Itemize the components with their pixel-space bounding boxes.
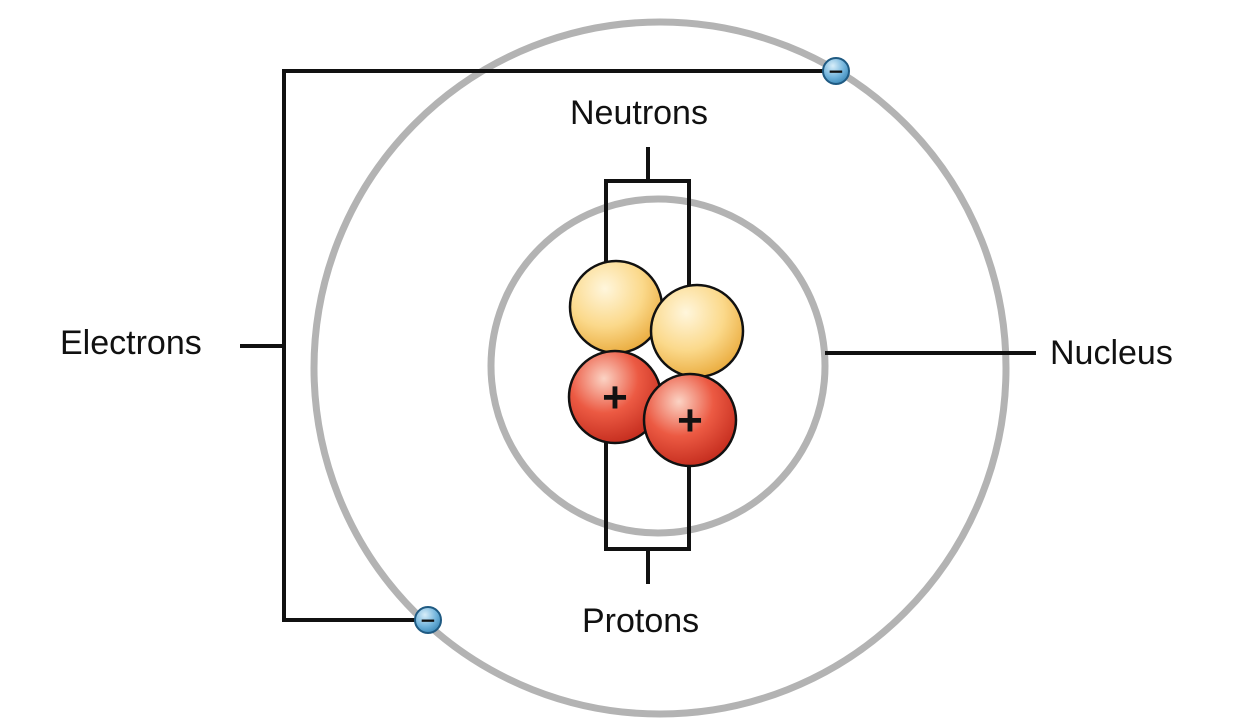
- nucleus-label: Nucleus: [1050, 334, 1173, 372]
- electrons-label: Electrons: [60, 324, 202, 362]
- electron-top-minus-sign: −: [828, 59, 845, 83]
- electron-top: [822, 57, 850, 85]
- electron-bottom-minus-sign: −: [420, 608, 437, 632]
- electrons-leader-line: [282, 69, 836, 622]
- outer-electron-shell: [310, 18, 1010, 718]
- protons-label: Protons: [582, 602, 700, 640]
- proton-right-plus-sign: +: [677, 396, 703, 445]
- electron-bottom: [414, 606, 442, 634]
- neutrons-label: Neutrons: [570, 94, 708, 132]
- proton-left-plus-sign: +: [602, 373, 628, 422]
- neutron-right: [649, 283, 745, 379]
- neutron-left: [568, 259, 664, 355]
- proton-right: [642, 372, 738, 468]
- inner-electron-shell: [487, 195, 829, 537]
